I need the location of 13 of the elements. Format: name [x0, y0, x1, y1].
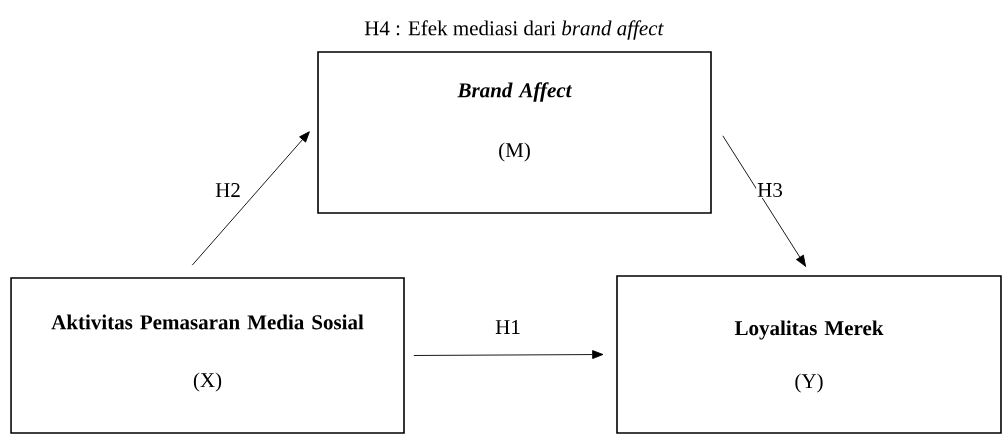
variable-name: Brand Affect [457, 82, 572, 102]
arrow [413, 350, 604, 359]
heading: H4 : Efek mediasi dari brand affect [364, 20, 664, 40]
arrow [722, 135, 806, 267]
variable-symbol: (X) [193, 372, 222, 392]
edge-label: H1 [494, 319, 522, 335]
variable-name: Loyalitas Merek [734, 320, 884, 340]
edge-label: H3 [756, 181, 784, 199]
variable-symbol: (Y) [795, 373, 823, 393]
variable-name: Aktivitas Pemasaran Media Sosial [51, 314, 364, 330]
edge-label: H2 [214, 182, 242, 198]
arrow [191, 131, 310, 266]
variable-symbol: (M) [499, 142, 530, 162]
